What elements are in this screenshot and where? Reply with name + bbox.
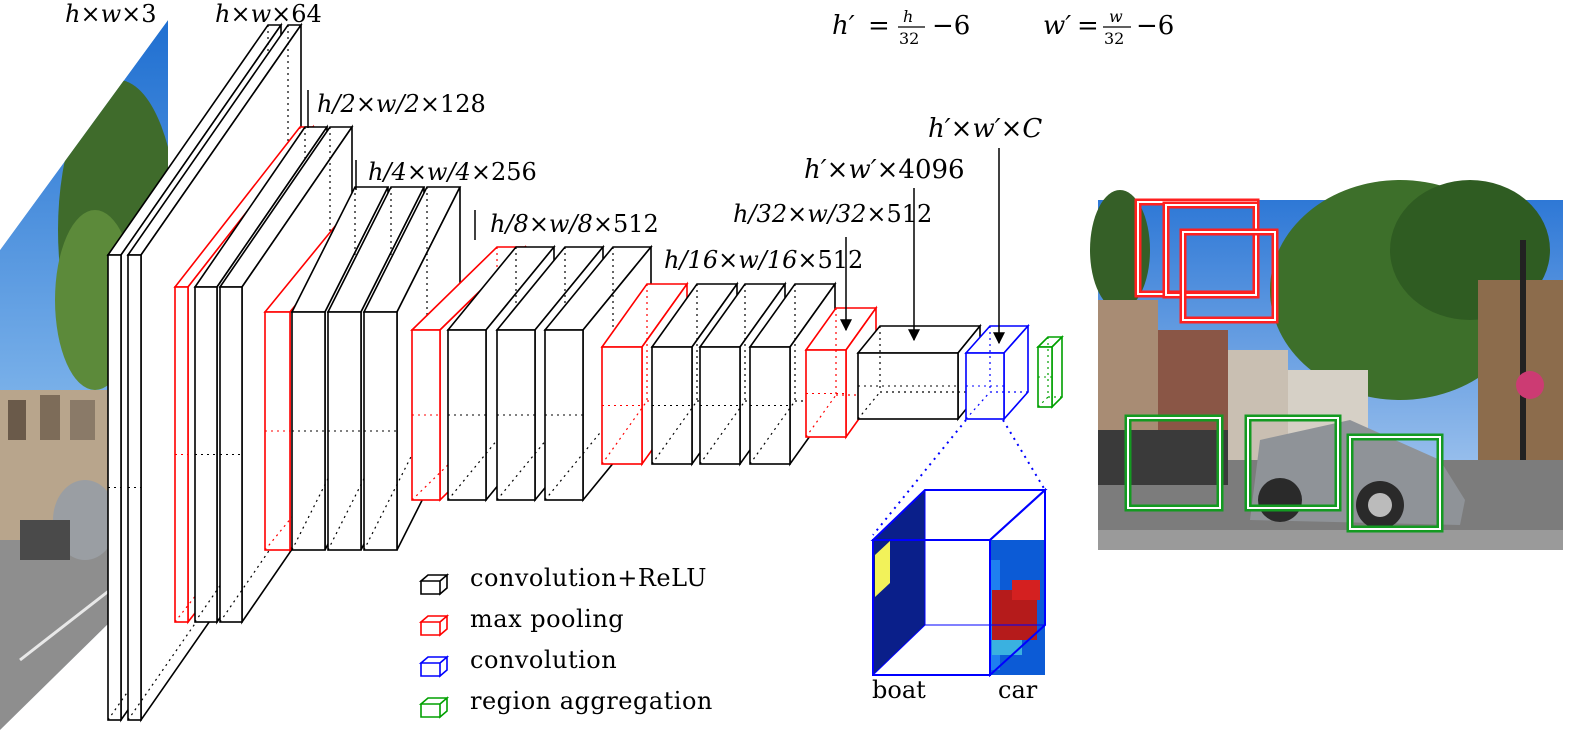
car-label: car	[998, 676, 1038, 704]
network-blocks	[106, 22, 1064, 723]
layer-block-score_conv	[964, 323, 1030, 422]
legend-label: convolution	[470, 646, 618, 674]
cube-icon	[418, 655, 450, 678]
output-image	[1090, 180, 1563, 550]
legend-label: max pooling	[470, 605, 625, 633]
boat-score-map	[873, 490, 925, 675]
legend-item-conv-relu: convolution+ReLU	[418, 562, 778, 603]
cube-icon	[418, 573, 450, 596]
cube-icon	[418, 614, 450, 637]
cube-icon	[418, 696, 450, 719]
boat-label: boat	[872, 676, 926, 704]
legend-label: region aggregation	[470, 687, 713, 715]
legend: convolution+ReLU max pooling convolution…	[418, 562, 778, 726]
layer-block-conv	[856, 323, 982, 422]
legend-label: convolution+ReLU	[470, 564, 707, 592]
legend-item-region-aggregation: region aggregation	[418, 685, 778, 726]
legend-item-max-pooling: max pooling	[418, 603, 778, 644]
legend-item-convolution: convolution	[418, 644, 778, 685]
score-cube-zoom	[870, 419, 1048, 678]
dimension-arrows	[307, 90, 1005, 345]
boat-highlight	[875, 541, 890, 597]
layer-block-aggregation	[1036, 335, 1064, 409]
